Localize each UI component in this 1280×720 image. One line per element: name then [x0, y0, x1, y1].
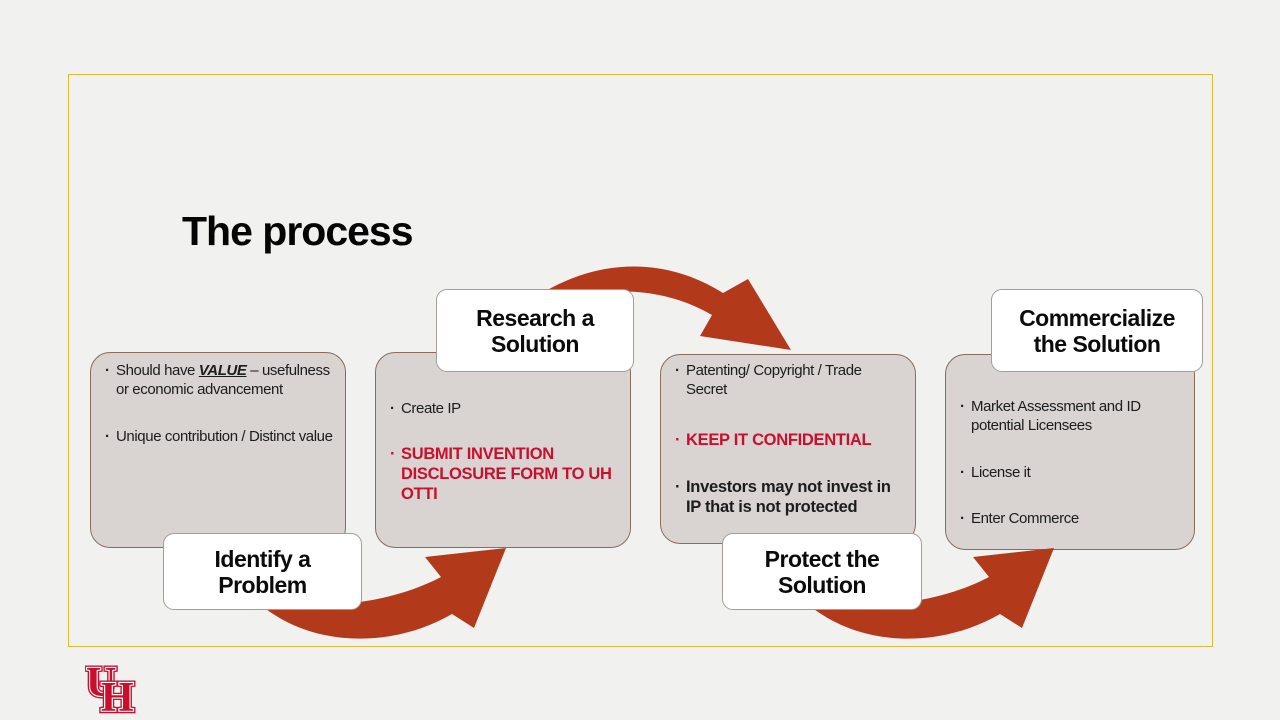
detail-box-commercialize-solution: Market Assessment and ID potential Licen…	[945, 354, 1195, 550]
detail-box-protect-solution: Patenting/ Copyright / Trade Secret KEEP…	[660, 354, 916, 544]
step-label-research-solution: Research a Solution	[436, 289, 634, 372]
bullet-item: Enter Commerce	[960, 509, 1182, 528]
step-label-commercialize-solution: Commercialize the Solution	[991, 289, 1203, 372]
step-label-protect-solution: Protect the Solution	[722, 533, 922, 610]
bullet-item: Create IP	[390, 399, 618, 418]
logo-letter-h: H	[101, 675, 134, 717]
detail-box-research-solution: Create IP SUBMIT INVENTION DISCLOSURE FO…	[375, 352, 631, 548]
bullet-item: Patenting/ Copyright / Trade Secret	[675, 361, 903, 399]
logo-letter-h: H	[101, 675, 134, 717]
step-label-identify-problem: Identify a Problem	[163, 533, 362, 610]
uh-logo: U U H H	[85, 661, 136, 717]
bullet-item: Market Assessment and ID potential Licen…	[960, 397, 1182, 435]
bullet-item: SUBMIT INVENTION DISCLOSURE FORM TO UH O…	[390, 445, 618, 504]
highlighted-text: VALUE	[198, 362, 247, 379]
bullet-item: Unique contribution / Distinct value	[105, 427, 333, 446]
logo-letter-u: U	[86, 661, 116, 706]
logo-letter-u: U	[86, 661, 116, 706]
slide-border	[68, 74, 1213, 647]
bullet-item: License it	[960, 463, 1182, 482]
bullet-item: KEEP IT CONFIDENTIAL	[675, 431, 903, 451]
slide-title: The process	[182, 208, 414, 254]
bullet-item: Should have VALUE – usefulness or econom…	[105, 361, 333, 399]
bullet-item: Investors may not invest in IP that is n…	[675, 478, 903, 518]
detail-box-identify-problem: Should have VALUE – usefulness or econom…	[90, 352, 346, 548]
